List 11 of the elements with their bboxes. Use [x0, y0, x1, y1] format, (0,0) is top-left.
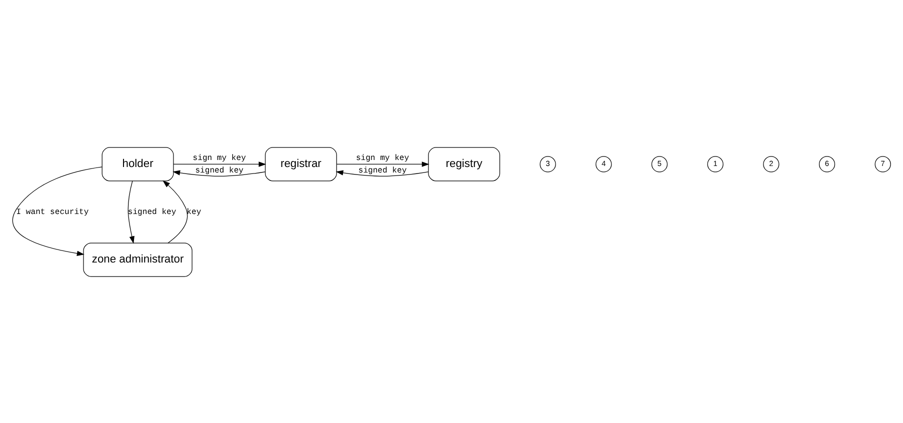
node-box: registry — [428, 146, 500, 181]
arrow — [128, 180, 134, 244]
node-box: zone administrator — [83, 242, 192, 276]
node-box: registrar — [264, 146, 337, 181]
node-box: holder — [102, 146, 174, 181]
arrow — [336, 170, 429, 176]
arrow — [173, 161, 266, 166]
arrow — [172, 170, 266, 176]
arrow — [162, 180, 188, 243]
arrow — [12, 166, 102, 256]
arrow — [336, 161, 430, 166]
